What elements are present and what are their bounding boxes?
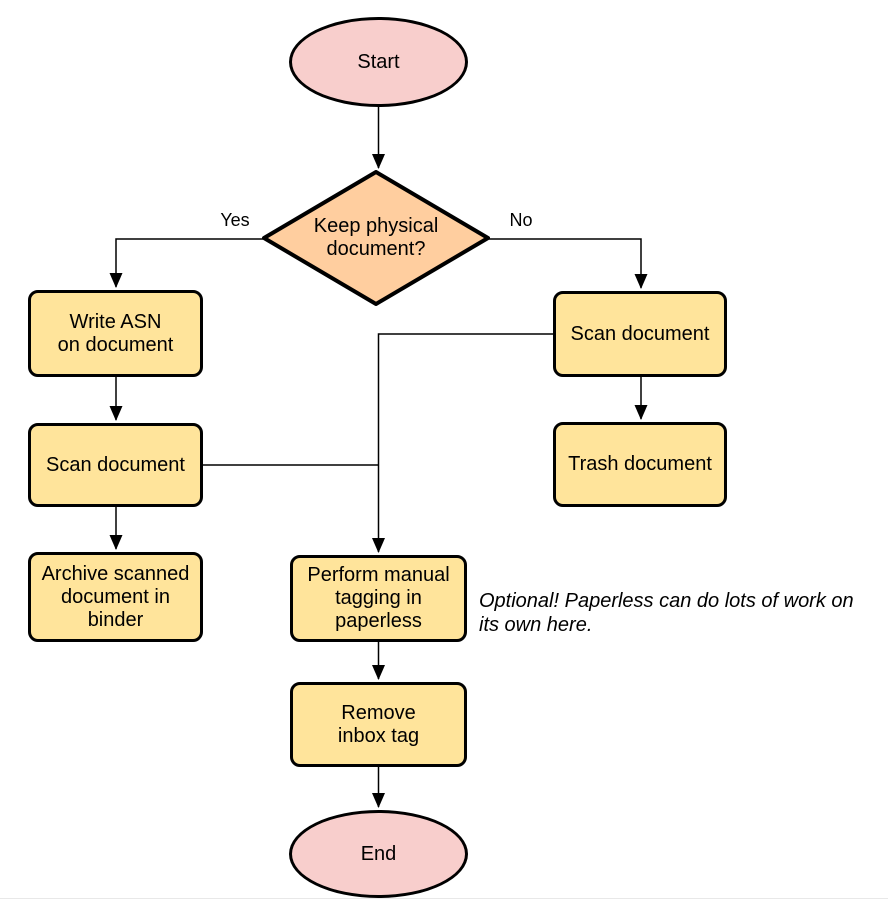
node-trash-document: Trash document — [553, 422, 727, 507]
edge-label-yes: Yes — [220, 210, 250, 230]
node-start-label: Start — [357, 50, 400, 73]
node-write-asn: Write ASN on document — [28, 290, 203, 377]
node-manual-tagging-label: Perform manual tagging in paperless — [307, 564, 450, 632]
node-trash-document-label: Trash document — [568, 453, 712, 475]
node-manual-tagging: Perform manual tagging in paperless — [290, 555, 467, 642]
node-scan-document-left: Scan document — [28, 423, 203, 507]
edge-label-no: No — [509, 210, 533, 230]
node-remove-inbox-tag: Remove inbox tag — [290, 682, 467, 767]
annotation-optional-note: Optional! Paperless can do lots of work … — [479, 590, 854, 636]
node-end: End — [289, 810, 468, 898]
node-start: Start — [289, 17, 468, 107]
edge-scan-right-to-tagging — [372, 333, 553, 553]
bottom-divider — [0, 898, 888, 899]
edge-decision-no-to-scan-right — [489, 238, 648, 289]
node-scan-document-right: Scan document — [553, 291, 727, 377]
node-decision-label: Keep physical document? — [313, 215, 439, 260]
node-scan-document-left-label: Scan document — [46, 453, 185, 476]
node-scan-document-right-label: Scan document — [570, 322, 710, 345]
edge-decision-yes-to-write-asn — [109, 238, 263, 288]
node-remove-inbox-tag-label: Remove inbox tag — [337, 701, 420, 747]
decision-diamond-shape — [262, 170, 490, 306]
node-write-asn-label: Write ASN on document — [57, 310, 174, 356]
node-archive-binder-label: Archive scanned document in binder — [41, 562, 190, 631]
node-decision-keep-physical: Keep physical document? — [262, 170, 490, 306]
node-end-label: End — [360, 842, 397, 865]
node-archive-binder: Archive scanned document in binder — [28, 552, 203, 642]
